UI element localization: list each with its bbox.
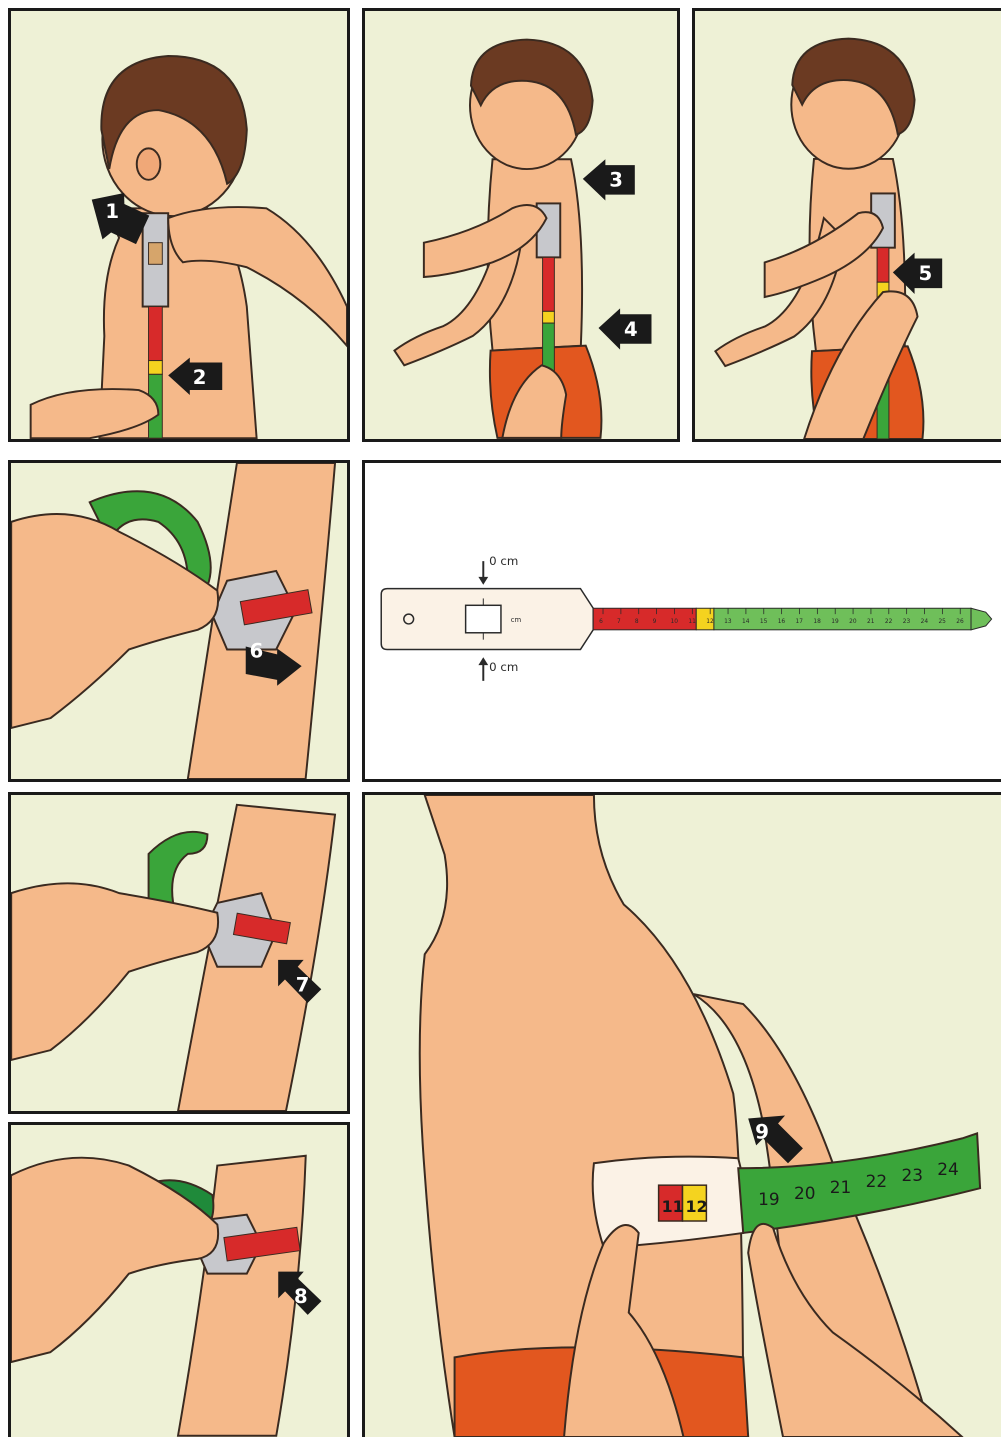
- tape-tick-label: 17: [796, 619, 804, 625]
- tape-tick-label: 12: [706, 619, 714, 625]
- step-4-label: 4: [624, 318, 638, 341]
- tape-tick-label: 11: [688, 619, 696, 625]
- closeup-red-value: 11: [662, 1197, 684, 1216]
- closeup-yellow-value: 12: [685, 1197, 707, 1216]
- tape-green-zone: [714, 608, 971, 630]
- tape-tick-label: 6: [599, 619, 603, 625]
- top-zero-label: 0 cm: [489, 554, 518, 568]
- tape-tick-label: 15: [760, 619, 768, 625]
- illustration-pull-tape: 7: [11, 795, 347, 1111]
- step-9-label: 9: [755, 1120, 769, 1143]
- panel-step-5: 5: [692, 8, 1001, 442]
- illustration-child-side: 3 4: [365, 11, 677, 439]
- tape-tick-label: 9: [653, 619, 657, 625]
- tape-tick-label: 7: [617, 619, 621, 625]
- closeup-tape-number: 20: [794, 1183, 816, 1203]
- closeup-tape-number: 23: [901, 1165, 923, 1185]
- step-8-label: 8: [294, 1285, 308, 1308]
- tape-window: [466, 605, 501, 632]
- step-6-label: 6: [250, 639, 264, 662]
- tape-tip: [971, 608, 992, 630]
- closeup-tape-number: 24: [937, 1159, 959, 1179]
- panel-step-1-2: 1 2: [8, 8, 350, 442]
- tape-tick-label: 8: [635, 619, 639, 625]
- tape-tick-label: 13: [724, 619, 732, 625]
- illustration-thread-tape: 6: [11, 463, 347, 779]
- tape-tick-label: 25: [938, 619, 946, 625]
- tape-tick-label: 21: [867, 619, 875, 625]
- tape-tick-label: 23: [903, 619, 911, 625]
- step-7-label: 7: [296, 973, 310, 996]
- panel-step-8: 8: [8, 1122, 350, 1437]
- tape-tick-label: 16: [778, 619, 786, 625]
- panel-step-9: 11 12 19 20 21 22 23 24 9: [362, 792, 1001, 1437]
- step-2-label: 2: [193, 366, 207, 389]
- tape-tick-label: 19: [831, 619, 839, 625]
- tape-tick-label: 14: [742, 619, 750, 625]
- tape-red-zone: [593, 608, 696, 630]
- tape-tick-label: 22: [885, 619, 893, 625]
- step-3-arrow: 3: [583, 159, 635, 200]
- tape-tick-label: 26: [956, 619, 964, 625]
- tape-tick-label: 18: [813, 619, 821, 625]
- panel-step-7: 7: [8, 792, 350, 1114]
- window-unit: cm: [511, 616, 522, 624]
- tape-tick-label: 20: [849, 619, 857, 625]
- tape-tick-label: 10: [671, 619, 679, 625]
- panel-step-3-4: 3 4: [362, 8, 680, 442]
- panel-step-6: 6: [8, 460, 350, 782]
- closeup-tape-number: 22: [866, 1171, 888, 1191]
- step-4-arrow: 4: [599, 308, 652, 349]
- illustration-arm-closeup: 11 12 19 20 21 22 23 24 9: [365, 795, 1001, 1437]
- step-3-label: 3: [609, 169, 623, 192]
- illustration-child-back: 1 2: [11, 11, 347, 439]
- step-5-label: 5: [919, 262, 933, 285]
- step-1-label: 1: [105, 200, 119, 223]
- muac-tape-diagram: cm 0 cm 0 cm 6 7 8 9 10 11 12 13 14 15 16 17 18 19 20 2…: [365, 463, 1001, 779]
- closeup-tape-number: 21: [830, 1177, 852, 1197]
- illustration-child-side-reading: 5: [695, 11, 1001, 439]
- panel-muac-tape-diagram: cm 0 cm 0 cm 6 7 8 9 10 11 12 13 14 15 16 17 18 19 20 2…: [362, 460, 1001, 782]
- tape-tick-label: 24: [921, 619, 929, 625]
- bottom-zero-label: 0 cm: [489, 660, 518, 674]
- closeup-tape-number: 19: [758, 1189, 780, 1209]
- illustration-read-tape: 8: [11, 1125, 347, 1437]
